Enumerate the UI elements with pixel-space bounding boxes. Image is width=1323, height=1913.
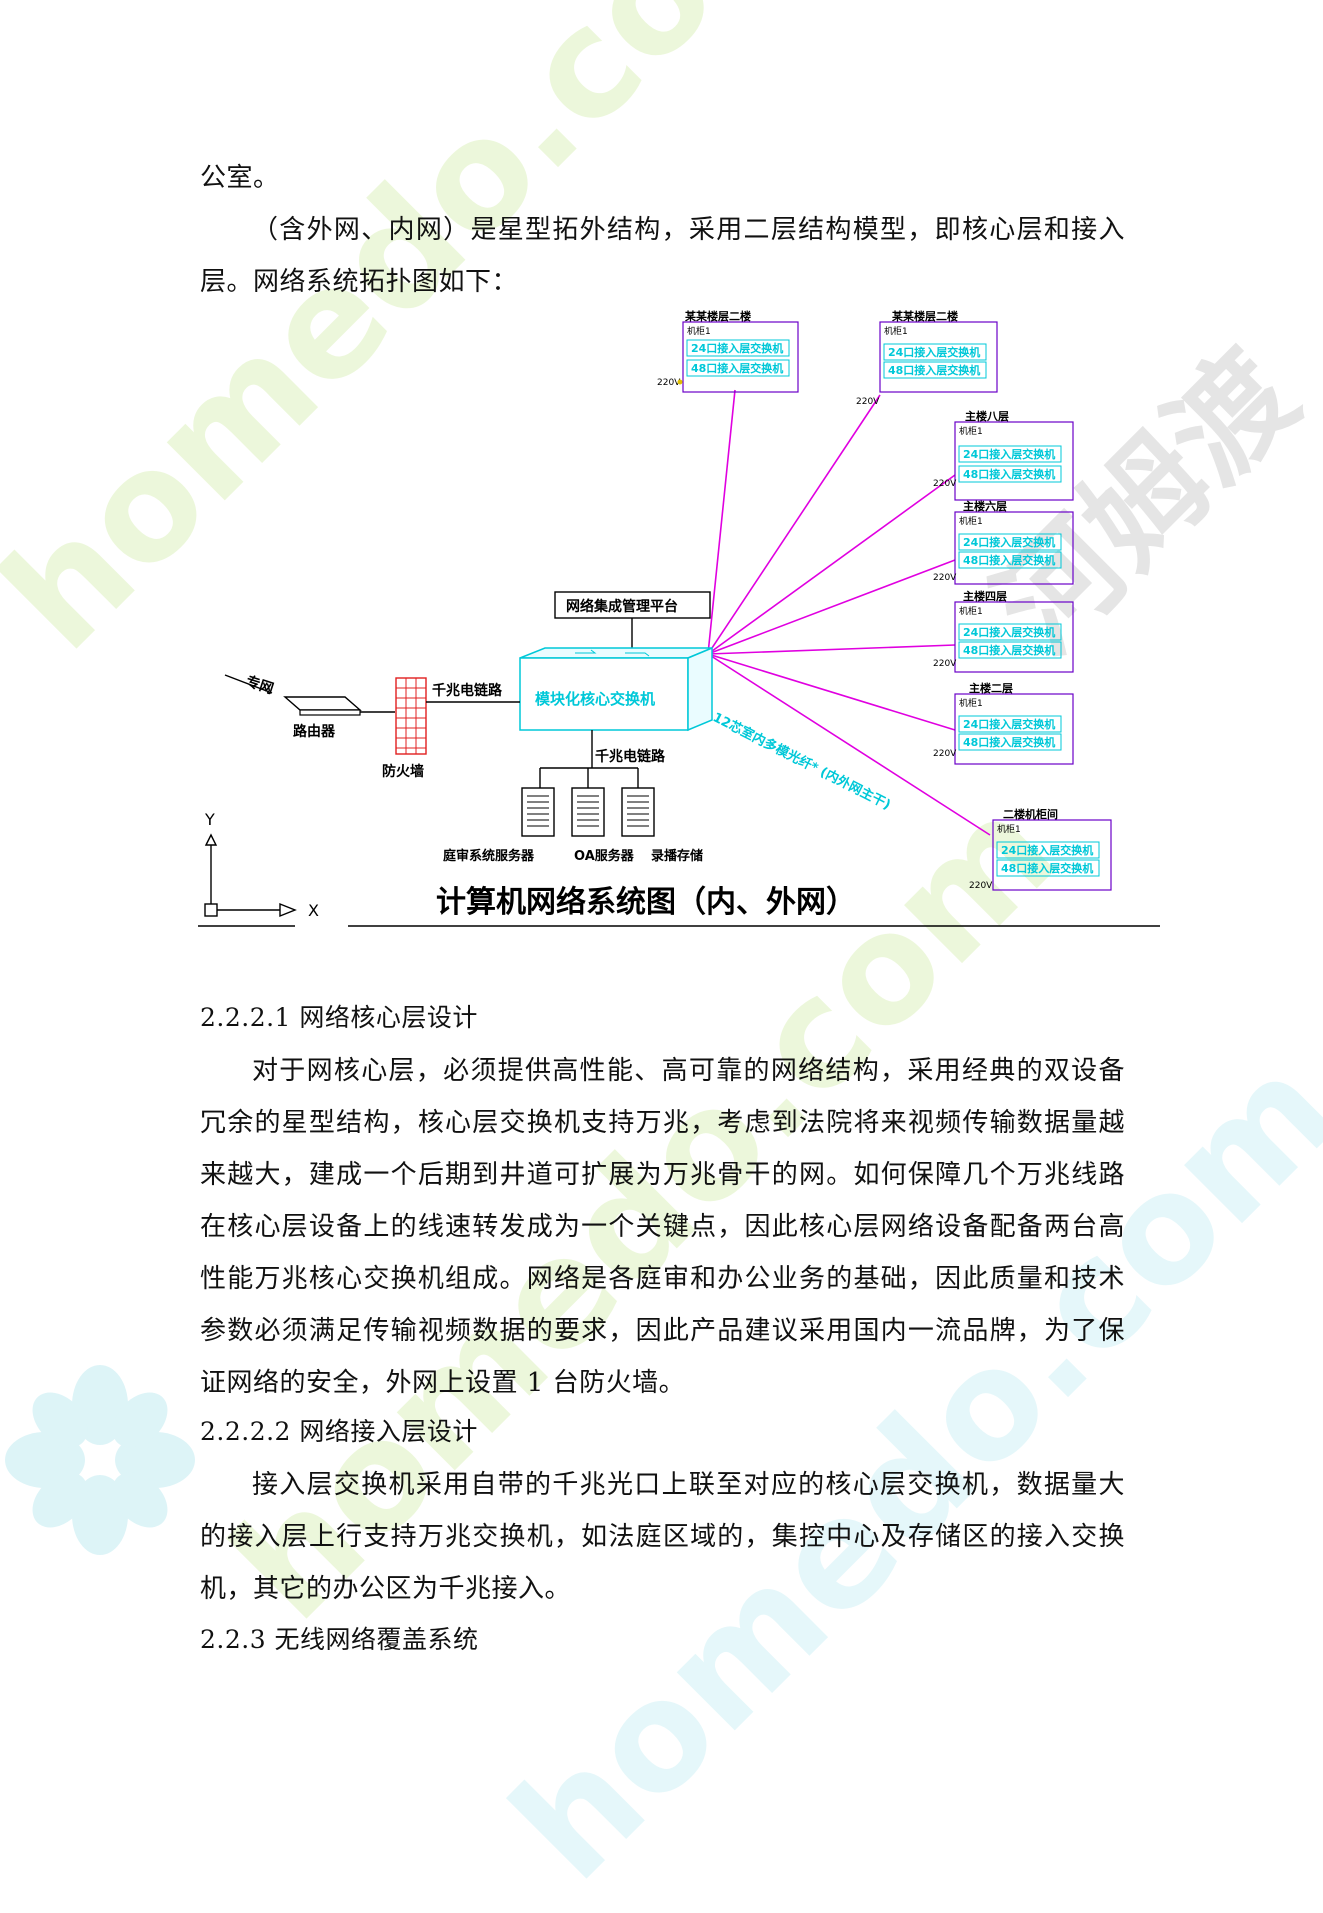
intro-line: 公室。 (200, 163, 280, 193)
gigabit-link-top-label: 千兆电链路 (432, 682, 503, 699)
cabinet-name: 二楼机柜间 (1003, 807, 1058, 821)
switch-24-label: 24口接入层交换机 (963, 717, 1055, 731)
server-oa (571, 787, 605, 837)
cabinet-tag: 机柜1 (687, 325, 711, 337)
management-platform-label: 网络集成管理平台 (566, 598, 678, 615)
switch-24-label: 24口接入层交换机 (963, 535, 1055, 549)
switch-48-label: 48口接入层交换机 (691, 361, 783, 375)
cabinet-name: 主楼八层 (965, 409, 1009, 423)
cabinet-3: 主楼八层 机柜1 24口接入层交换机 48口接入层交换机 220V (933, 409, 1074, 501)
switch-48-label: 48口接入层交换机 (963, 735, 1055, 749)
intro-paragraph: （含外网、内网）是星型拓外结构，采用二层结构模型，即核心层和接入层。网络系统拓扑… (200, 215, 1125, 297)
firewall: 防火墙 (382, 677, 427, 780)
section-body-core: 对于网核心层，必须提供高性能、高可靠的网络结构，采用经典的双设备冗余的星型结构，… (200, 1056, 1125, 1398)
voltage-label: 220V (657, 378, 681, 388)
cabinet-tag: 机柜1 (997, 823, 1021, 835)
firewall-label: 防火墙 (382, 763, 424, 780)
cabinet-4: 主楼六层 机柜1 24口接入层交换机 48口接入层交换机 220V (933, 499, 1074, 585)
link-cabinet-7 (707, 653, 991, 836)
cabinet-tag: 机柜1 (959, 515, 983, 527)
cabinet-tag: 机柜1 (959, 697, 983, 709)
cabinet-7: 二楼机柜间 机柜1 24口接入层交换机 48口接入层交换机 220V (969, 807, 1112, 891)
switch-48-label: 48口接入层交换机 (963, 643, 1055, 657)
cabinet-name: 主楼二层 (969, 681, 1013, 695)
router-label: 路由器 (293, 723, 336, 740)
private-net-label: 专网 (244, 673, 276, 698)
star-links (707, 389, 991, 836)
management-platform: 网络集成管理平台 (554, 591, 711, 648)
voltage-label: 220V (933, 479, 957, 489)
switch-24-label: 24口接入层交换机 (1001, 843, 1093, 857)
switch-24-label: 24口接入层交换机 (963, 625, 1055, 639)
cabinet-5: 主楼四层 机柜1 24口接入层交换机 48口接入层交换机 220V (933, 589, 1074, 673)
section-heading-access: 2.2.2.2 网络接入层设计 (200, 1417, 478, 1446)
voltage-label: 220V (933, 749, 957, 759)
section-body-access: 接入层交换机采用自带的千兆光口上联至对应的核心层交换机，数据量大的接入层上行支持… (200, 1470, 1125, 1604)
core-switch-label: 模块化核心交换机 (535, 690, 655, 708)
server-record-label: 录播存储 (651, 848, 703, 864)
switch-24-label: 24口接入层交换机 (888, 345, 980, 359)
axis-x-label: X (308, 901, 319, 920)
cabinet-1: 某某楼层二楼 机柜1 24口接入层交换机 48口接入层交换机 220V (657, 309, 799, 393)
cabinet-tag: 机柜1 (884, 325, 908, 337)
switch-48-label: 48口接入层交换机 (963, 467, 1055, 481)
link-cabinet-6 (707, 653, 956, 731)
section-heading-core: 2.2.2.1 网络核心层设计 (200, 1003, 478, 1032)
link-cabinet-5 (707, 644, 956, 655)
switch-48-label: 48口接入层交换机 (888, 363, 980, 377)
fiber-trunk-label: 12芯室内多模光纤* (内外网主干) (710, 709, 893, 813)
cabinet-name: 某某楼层二楼 (684, 309, 751, 323)
switch-24-label: 24口接入层交换机 (963, 447, 1055, 461)
link-cabinet-3 (707, 474, 956, 655)
link-cabinet-4 (707, 559, 956, 655)
link-cabinet-1 (707, 389, 736, 655)
gigabit-link-bottom-label: 千兆电链路 (595, 748, 666, 765)
network-topology-diagram: 某某楼层二楼 机柜1 24口接入层交换机 48口接入层交换机 220V 某某楼层… (198, 309, 1160, 927)
server-trial-label: 庭审系统服务器 (443, 848, 535, 864)
cabinet-tag: 机柜1 (959, 425, 983, 437)
diagram-title: 计算机网络系统图（内、外网） (436, 885, 856, 920)
switch-48-label: 48口接入层交换机 (1001, 861, 1093, 875)
voltage-label: 220V (856, 397, 880, 407)
cabinet-tag: 机柜1 (959, 605, 983, 617)
section-heading-wireless: 2.2.3 无线网络覆盖系统 (200, 1625, 479, 1654)
cabinet-6: 主楼二层 机柜1 24口接入层交换机 48口接入层交换机 220V (933, 681, 1074, 765)
core-switch: 模块化核心交换机 (519, 646, 713, 732)
router: 路由器 (283, 696, 362, 740)
cabinet-name: 某某楼层二楼 (891, 309, 958, 323)
voltage-label: 220V (969, 881, 993, 891)
switch-24-label: 24口接入层交换机 (691, 341, 783, 355)
switch-48-label: 48口接入层交换机 (963, 553, 1055, 567)
server-record (621, 787, 655, 837)
axis-glyph (204, 833, 297, 918)
cabinet-name: 主楼六层 (963, 499, 1007, 513)
server-oa-label: OA服务器 (574, 848, 635, 864)
voltage-label: 220V (933, 659, 957, 669)
server-trial (521, 787, 555, 837)
link-cabinet-2 (707, 394, 881, 655)
axis-y-label: Y (204, 810, 215, 829)
cabinet-name: 主楼四层 (963, 589, 1007, 603)
voltage-label: 220V (933, 573, 957, 583)
watermark-flower-icon (5, 1365, 195, 1555)
cabinet-2: 某某楼层二楼 机柜1 24口接入层交换机 48口接入层交换机 220V (856, 309, 998, 407)
